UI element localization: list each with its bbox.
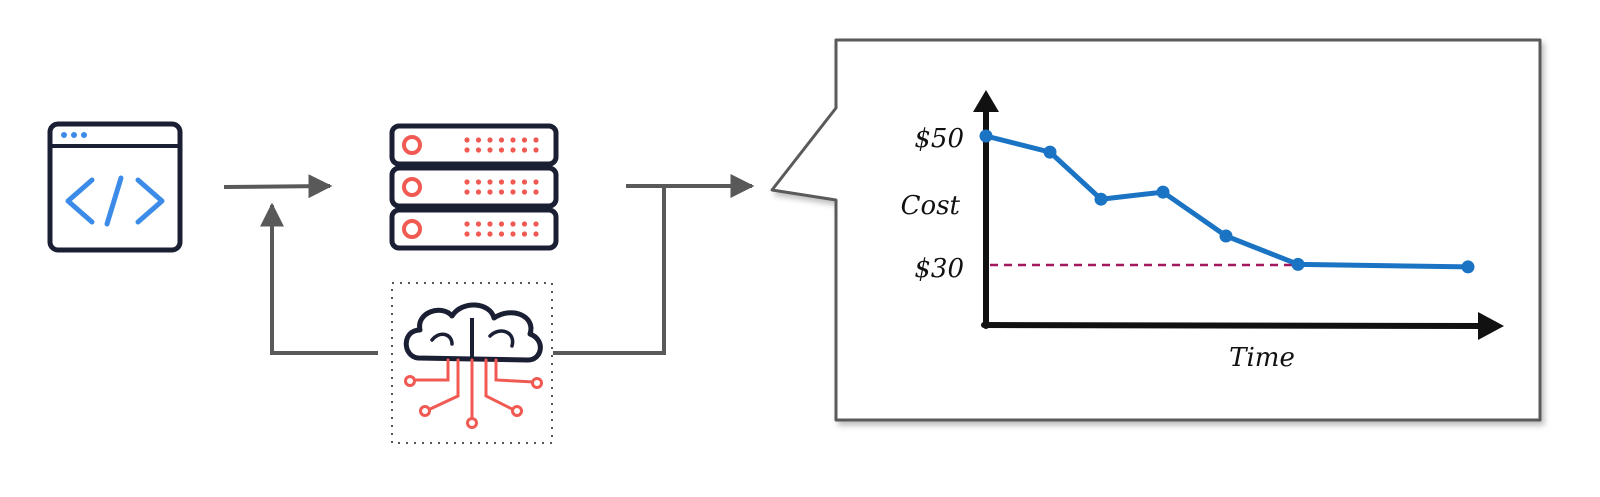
server-indicator-dot (487, 147, 493, 153)
server-indicator-dot (475, 189, 482, 195)
x-axis (981, 322, 1489, 329)
server-indicator-dot (533, 221, 539, 227)
y-axis-arrowhead (973, 90, 999, 112)
server-indicator-dot (521, 137, 528, 143)
server-indicator-dot (487, 231, 493, 237)
server-indicator-dot (475, 179, 482, 185)
server-indicator-dot (487, 137, 493, 143)
data-point (1156, 185, 1170, 199)
server-indicator-dot (533, 147, 539, 153)
server-indicator-dot (487, 179, 493, 185)
code-window-icon (47, 121, 183, 253)
data-point (1461, 260, 1475, 274)
server-indicator-dot (487, 189, 493, 195)
cost-chart-callout: $50 $30 Cost Time (770, 38, 1542, 422)
server-indicator-dot (510, 231, 516, 237)
x-axis-arrowhead (1478, 312, 1504, 340)
y-axis-label: Cost (901, 191, 961, 221)
y-tick-label: $30 (914, 254, 964, 284)
server-indicator-dot (464, 189, 470, 195)
server-indicator-dot (498, 179, 505, 185)
y-tick-label: $50 (914, 124, 964, 154)
server-indicator-dot (498, 221, 505, 227)
server-indicator-dot (510, 221, 516, 227)
server-indicator-dot (521, 231, 528, 237)
server-indicator-dot (498, 147, 505, 153)
server-indicator-dot (510, 147, 516, 153)
server-indicator-dot (464, 221, 470, 227)
server-indicator-dot (464, 147, 470, 153)
server-unit (389, 165, 559, 209)
server-indicator-dot (533, 137, 539, 143)
cost-over-time-chart: $50 $30 Cost Time (901, 90, 1504, 373)
x-axis-label: Time (1229, 343, 1295, 373)
server-indicator-dot (487, 221, 493, 227)
server-indicator-dot (521, 179, 528, 185)
server-indicator-dot (475, 137, 482, 143)
server-indicator-dot (533, 179, 539, 185)
server-indicator-dot (533, 231, 539, 237)
server-indicator-dot (475, 221, 482, 227)
data-point (1094, 192, 1108, 206)
server-indicator-dot (498, 189, 505, 195)
server-indicator-dot (475, 147, 482, 153)
server-indicator-dot (464, 231, 470, 237)
ai-brain-circuit-icon (391, 282, 553, 444)
server-indicator-lights (464, 137, 539, 237)
data-point (1043, 145, 1057, 159)
server-indicator-dot (510, 189, 516, 195)
arrow-code-to-server (223, 174, 333, 199)
feedback-loop-connector (260, 174, 755, 355)
server-stack-icon (389, 123, 559, 251)
data-point (1291, 257, 1305, 271)
server-indicator-dot (521, 147, 528, 153)
server-indicator-dot (464, 137, 470, 143)
server-indicator-dot (498, 231, 505, 237)
data-point (979, 129, 993, 143)
server-indicator-dot (464, 179, 470, 185)
server-unit (389, 207, 559, 251)
server-unit (389, 123, 559, 167)
server-indicator-dot (521, 189, 528, 195)
data-point (1219, 229, 1233, 243)
server-indicator-dot (521, 221, 528, 227)
server-indicator-dot (510, 179, 516, 185)
server-indicator-dot (533, 189, 539, 195)
server-indicator-dot (475, 231, 482, 237)
server-indicator-dot (510, 137, 516, 143)
server-indicator-dot (498, 137, 505, 143)
